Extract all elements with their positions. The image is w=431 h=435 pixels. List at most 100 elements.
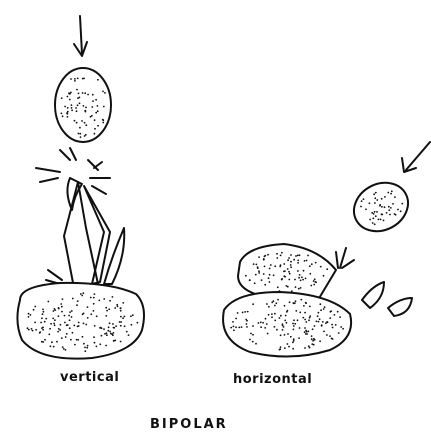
stipple-dot xyxy=(83,323,85,325)
stipple-dot xyxy=(299,312,301,314)
stipple-dot xyxy=(28,329,30,331)
stipple-dot xyxy=(253,263,255,265)
stipple-dot xyxy=(375,215,377,217)
stipple-dot xyxy=(64,315,66,317)
vertical-flake-right xyxy=(104,228,124,284)
stipple-dot xyxy=(320,266,322,268)
stipple-dot xyxy=(76,304,78,306)
stipple-dot xyxy=(335,324,337,326)
stipple-dot xyxy=(305,333,307,335)
stipple-dot xyxy=(79,102,81,104)
stipple-dot xyxy=(115,325,117,327)
stipple-dot xyxy=(271,302,273,304)
stipple-dot xyxy=(86,347,88,349)
stipple-dot xyxy=(261,279,263,281)
stipple-dot xyxy=(81,120,83,122)
stipple-dot xyxy=(322,321,324,323)
stipple-dot xyxy=(314,278,316,280)
stipple-dot xyxy=(78,93,80,95)
stipple-dot xyxy=(329,317,331,319)
stipple-dot xyxy=(286,322,288,324)
stipple-dot xyxy=(92,100,94,102)
stipple-dot xyxy=(69,319,71,321)
stipple-dot xyxy=(131,324,133,326)
stipple-dot xyxy=(374,197,376,199)
stipple-dot xyxy=(397,209,399,211)
stipple-dot xyxy=(338,332,340,334)
stipple-dot xyxy=(276,329,278,331)
stipple-dot xyxy=(137,322,139,324)
stipple-dot xyxy=(69,99,71,101)
stipple-dot xyxy=(124,316,126,318)
stipple-dot xyxy=(392,203,394,205)
vertical-arrow xyxy=(74,16,87,56)
stipple-dot xyxy=(107,330,109,332)
stipple-dot xyxy=(374,202,376,204)
stipple-dot xyxy=(108,326,110,328)
stipple-dot xyxy=(76,110,78,112)
stipple-dot xyxy=(372,222,374,224)
stipple-dot xyxy=(64,106,66,108)
vertical-impact-lines xyxy=(36,148,110,194)
stipple-dot xyxy=(94,342,96,344)
stipple-dot xyxy=(387,192,389,194)
stipple-dot xyxy=(288,257,290,259)
stipple-dot xyxy=(274,305,276,307)
stipple-dot xyxy=(269,274,271,276)
stipple-dot xyxy=(329,335,331,337)
stipple-dot xyxy=(235,326,237,328)
stipple-dot xyxy=(279,317,281,319)
stipple-dot xyxy=(294,323,296,325)
stipple-dot xyxy=(264,266,266,268)
stipple-dot xyxy=(48,334,50,336)
stipple-dot xyxy=(283,271,285,273)
stipple-dot xyxy=(77,300,79,302)
stipple-dot xyxy=(297,262,299,264)
stipple-dot xyxy=(109,331,111,333)
stipple-dot xyxy=(42,329,44,331)
stipple-dot xyxy=(70,339,72,341)
label-horizontal: horizontal xyxy=(233,372,312,387)
stipple-dot xyxy=(119,321,121,323)
horizontal-incoming-core xyxy=(345,174,416,241)
stipple-dot xyxy=(74,78,76,80)
stipple-dot xyxy=(130,315,132,317)
stipple-dot xyxy=(104,92,106,94)
stipple-dot xyxy=(291,290,293,292)
stipple-dot xyxy=(288,346,290,348)
stipple-dot xyxy=(266,323,268,325)
stipple-dot xyxy=(313,344,315,346)
stipple-dot xyxy=(301,276,303,278)
stipple-dot xyxy=(258,272,260,274)
stipple-dot xyxy=(62,298,64,300)
stipple-dot xyxy=(57,331,59,333)
stipple-dot xyxy=(400,210,402,212)
stipple-dot xyxy=(120,310,122,312)
stipple-dot xyxy=(82,292,84,294)
stipple-dot xyxy=(390,207,392,209)
stipple-dot xyxy=(75,107,77,109)
stipple-dot xyxy=(297,270,299,272)
stipple-dot xyxy=(42,309,44,311)
stipple-dot xyxy=(66,324,68,326)
stipple-dot xyxy=(279,290,281,292)
stipple-dot xyxy=(274,265,276,267)
stipple-dot xyxy=(389,214,391,216)
stipple-dot xyxy=(69,311,71,313)
stipple-dot xyxy=(85,134,87,136)
stipple-dot xyxy=(315,281,317,283)
stipple-dot xyxy=(318,321,320,323)
stipple-dot xyxy=(79,133,81,135)
stipple-dot xyxy=(289,273,291,275)
stipple-dot xyxy=(267,333,269,335)
stipple-dot xyxy=(293,338,295,340)
stipple-dot xyxy=(332,327,334,329)
stipple-dot xyxy=(267,254,269,256)
stipple-dot xyxy=(290,261,292,263)
stipple-dot xyxy=(67,107,69,109)
stipple-dot xyxy=(233,329,235,331)
stipple-dot xyxy=(295,255,297,257)
stipple-dot xyxy=(274,326,276,328)
stipple-dot xyxy=(287,286,289,288)
stipple-dot xyxy=(62,115,64,117)
